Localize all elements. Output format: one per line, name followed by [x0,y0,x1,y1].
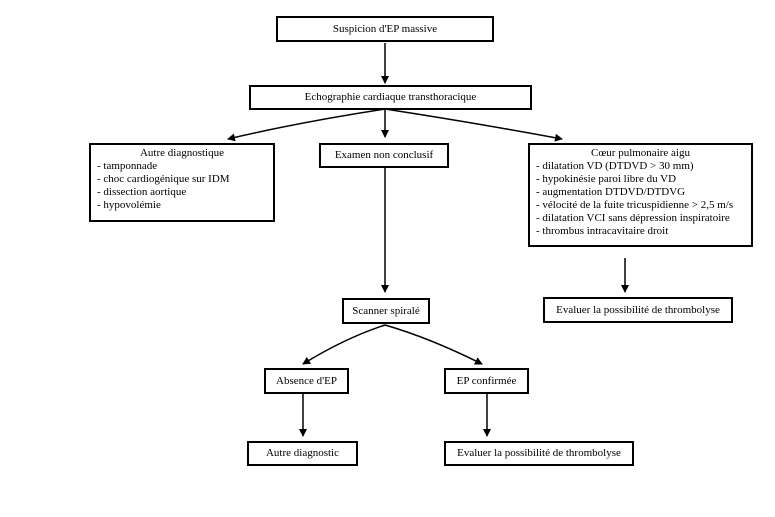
node-echo-label: Echographie cardiaque transthoracique [304,91,477,103]
node-echo: Echographie cardiaque transthoracique [249,85,532,110]
list-item: - dilatation VCI sans dépression inspira… [536,212,730,224]
node-thrombolyse-right-label: Evaluer la possibilité de thrombolyse [556,303,720,316]
list-item: - hypovolémie [97,199,161,211]
list-item: - vélocité de la fuite tricuspidienne > … [536,199,734,211]
arrow-echo-to-coeur [384,108,563,142]
list-item: - choc cardiogénique sur IDM [97,173,230,185]
node-scanner-label: Scanner spiralé [352,304,420,317]
node-examen-non-conclusif: Examen non conclusif [319,143,449,168]
list-item: - hypokinésie paroi libre du VD [536,173,677,185]
node-autre-diagnostique: Autre diagnostique - tamponnade - choc c… [89,143,275,222]
node-thrombolyse-bottom: Evaluer la possibilité de thrombolyse [444,441,634,466]
list-item: - dissection aortique [97,186,187,198]
node-suspicion-label: Suspicion d'EP massive [332,22,438,35]
node-thrombolyse-bottom-label: Evaluer la possibilité de thrombolyse [457,447,621,459]
node-thrombolyse-right: Evaluer la possibilité de thrombolyse [543,297,733,323]
node-non-conclusif-label: Examen non conclusif [334,149,434,161]
arrow-scanner-to-absence [302,324,386,365]
node-absence-label: Absence d'EP [276,374,337,387]
list-item: - dilatation VD (DTDVD > 30 mm) [536,160,694,172]
list-item: - tamponnade [97,160,158,172]
node-scanner-spirale: Scanner spiralé [342,298,430,324]
node-confirmee-label: EP confirmée [456,374,517,387]
list-item: - augmentation DTDVD/DTDVG [536,186,686,198]
list-item: - thrombus intracavitaire droit [536,225,669,237]
node-coeur-pulmonaire: Cœur pulmonaire aigu - dilatation VD (DT… [528,143,753,247]
arrow-scanner-to-confirmee [384,324,483,365]
node-coeur-title: Cœur pulmonaire aigu [591,147,690,159]
node-autre-diagnostic: Autre diagnostic [247,441,358,466]
node-autre-title: Autre diagnostique [139,147,224,159]
node-absence-ep: Absence d'EP [264,368,349,394]
arrow-echo-to-autre [227,108,386,142]
node-autre-diag-label: Autre diagnostic [265,447,339,459]
node-ep-confirmee: EP confirmée [444,368,529,394]
node-suspicion: Suspicion d'EP massive [276,16,494,42]
